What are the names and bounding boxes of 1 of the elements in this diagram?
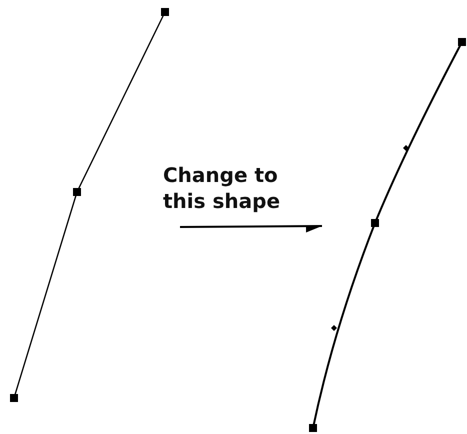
arrow (180, 225, 322, 233)
